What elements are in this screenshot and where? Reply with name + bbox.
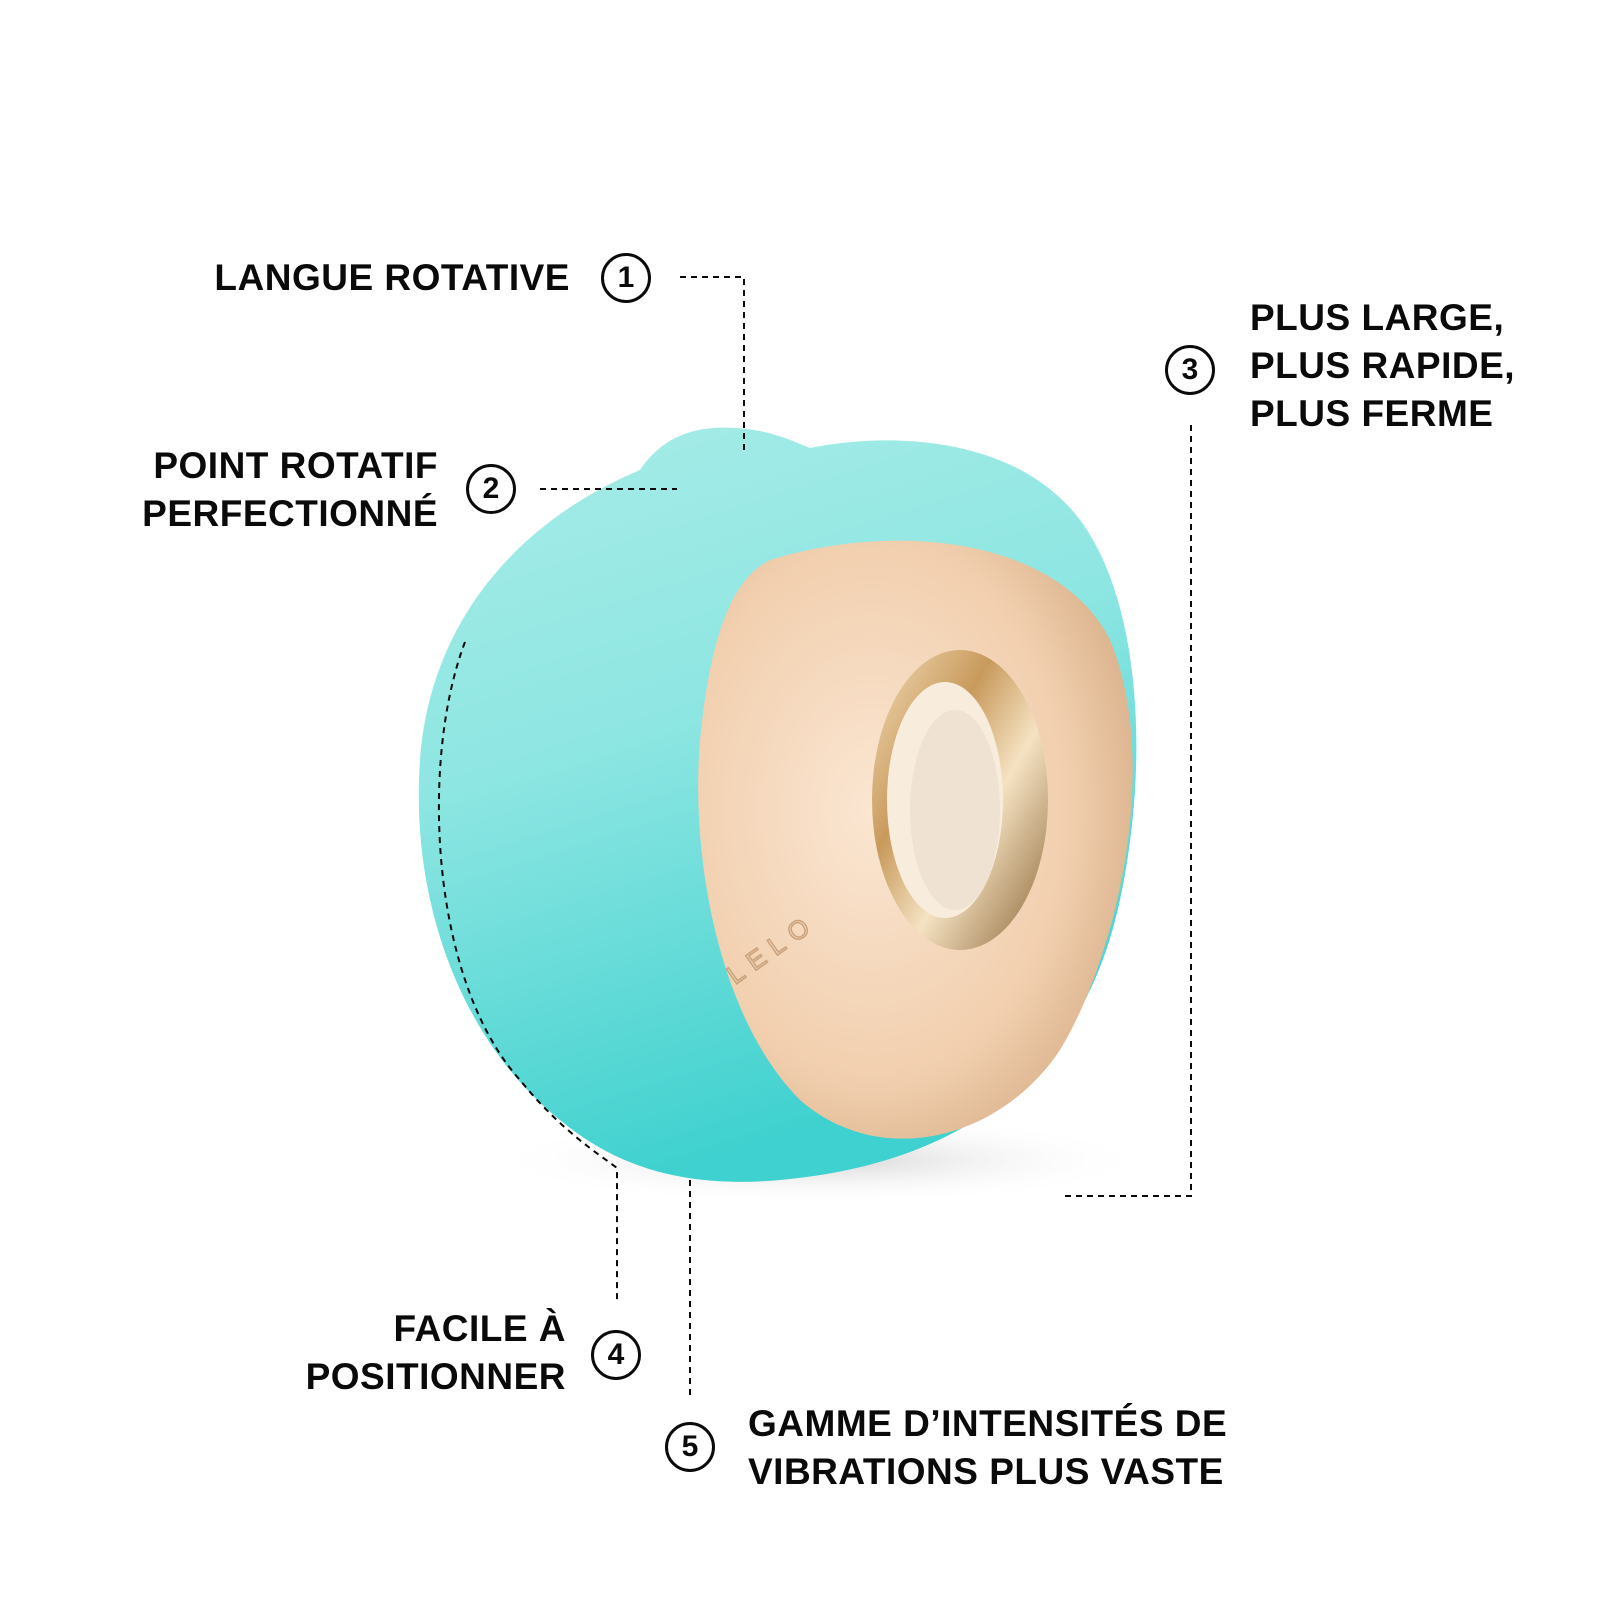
callout-2-label: POINT ROTATIF PERFECTIONNÉ [142, 445, 438, 534]
callout-1-badge: 1 [601, 253, 651, 303]
callout-4-label: FACILE À POSITIONNER [305, 1308, 566, 1397]
callout-5-label: GAMME D’INTENSITÉS DE VIBRATIONS PLUS VA… [748, 1403, 1228, 1492]
callout-2-badge: 2 [466, 464, 516, 514]
callout-4-badge: 4 [591, 1330, 641, 1380]
callout-1-label: LANGUE ROTATIVE [214, 257, 570, 298]
callout-5-badge: 5 [665, 1422, 715, 1472]
callout-3-badge: 3 [1165, 345, 1215, 395]
callout-3-label: PLUS LARGE, PLUS RAPIDE, PLUS FERME [1250, 297, 1516, 434]
